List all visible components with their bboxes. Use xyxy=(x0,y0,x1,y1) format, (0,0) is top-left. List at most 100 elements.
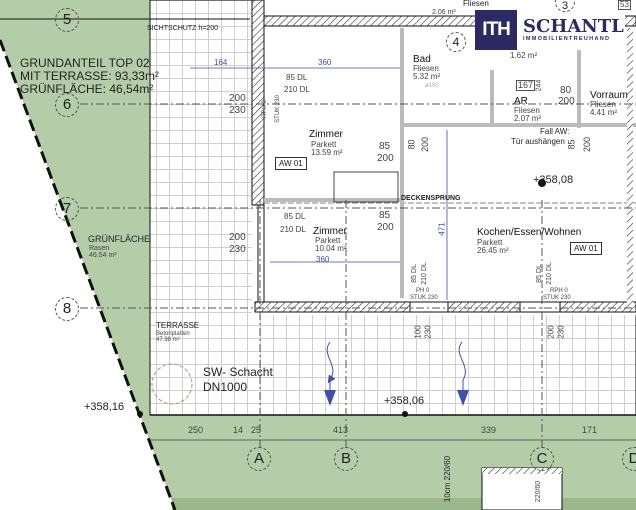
axis-marker-5: 5 xyxy=(55,8,79,32)
dim-360-b: 360 xyxy=(316,255,330,264)
rph-label: RPH 0 xyxy=(261,100,268,118)
room-area: 2.06 m² xyxy=(432,9,456,16)
bottom-dim-171: 171 xyxy=(582,425,598,435)
room-floor: Parkett xyxy=(311,140,337,149)
axis-marker-6: 6 xyxy=(55,93,79,117)
door-height-4: 200 xyxy=(420,136,431,153)
dim-200-a: 200 xyxy=(229,93,246,104)
stair-dim-2: 10cm 220/60 xyxy=(443,455,453,503)
stair-dim: 220/60 xyxy=(535,480,543,503)
stuk-3-label: STUK 230 xyxy=(410,295,438,301)
axis-marker-b: B xyxy=(334,447,358,471)
room-name: AR xyxy=(514,96,528,107)
room-top-2-area: 1.62 m² xyxy=(510,51,538,60)
room-area: 4.41 m² xyxy=(590,108,618,117)
info-line-3: GRÜNFLÄCHE: 46,54m² xyxy=(20,82,154,96)
axis-marker-c: C xyxy=(530,447,554,471)
win-3-width: 85 DL xyxy=(410,264,418,283)
door-width-5: 85 xyxy=(566,139,577,150)
bottom-dim-250: 250 xyxy=(188,425,204,435)
axis-marker-a: A xyxy=(247,447,271,471)
info-line-2: MIT TERRASSE: 93,33m² xyxy=(20,69,159,83)
door-width-2: 85 xyxy=(379,210,391,221)
dim-150: ø150 xyxy=(425,83,439,89)
room-floor: Rasen xyxy=(89,245,110,252)
dim-360-a: 360 xyxy=(318,58,332,67)
ph0-label: PH 0 xyxy=(416,288,430,294)
room-floor: Fliesen xyxy=(413,64,439,73)
door-height-3: 200 xyxy=(558,96,575,107)
drain-arrow xyxy=(326,341,336,384)
dim-200-c: 200 xyxy=(546,325,556,339)
room-area: 10.04 m² xyxy=(315,244,347,253)
room-area: 26.45 m² xyxy=(477,246,509,255)
top-box-53: 53 xyxy=(618,0,631,10)
room-name: TERRASSE xyxy=(156,321,200,330)
logo-name: SCHANTL xyxy=(523,16,624,37)
deckensprung-label: DECKENSPRUNG xyxy=(401,195,461,202)
room-area: 46.54 m² xyxy=(89,252,117,259)
room-floor: Fliesen xyxy=(514,106,540,115)
room-name: Kochen/Essen/Wohnen xyxy=(477,227,582,238)
sichtschutz-label: SICHTSCHUTZ h=200 xyxy=(147,25,218,32)
logo-mark: ITH xyxy=(475,10,517,50)
room-name: Vorraum xyxy=(590,90,628,101)
level-garden: +358,16 xyxy=(84,401,125,413)
room-floor: Fliesen xyxy=(590,100,616,109)
dim-471: 471 xyxy=(437,222,447,236)
bottom-dim-339: 339 xyxy=(481,425,497,435)
room-name: Zimmer xyxy=(309,129,343,140)
room-area: 5.32 m² xyxy=(413,72,441,81)
schantl-logo: ITH SCHANTL IMMOBILIENTREUHAND xyxy=(475,10,625,50)
sw-schacht-label: SW- Schacht xyxy=(203,365,273,379)
logo-subtitle: IMMOBILIENTREUHAND xyxy=(523,36,611,42)
room-name: Zimmer xyxy=(313,226,347,237)
room-name: GRÜNFLÄCHE xyxy=(88,234,151,244)
bottom-dim-14: 14 xyxy=(233,425,244,435)
room-area: 47.98 m² xyxy=(156,337,180,343)
dim-230-a: 230 xyxy=(229,105,246,116)
room-floor: Fliesen xyxy=(462,0,490,8)
fall-aw-label: Fall AW: xyxy=(540,127,570,136)
dim-100: 100 xyxy=(413,325,423,339)
building xyxy=(252,0,636,315)
room-name: Bad xyxy=(413,54,431,65)
win-1-height: 210 DL xyxy=(284,85,310,94)
axis-marker-7: 7 xyxy=(55,197,79,221)
dim-230-c: 230 xyxy=(423,325,433,339)
rph4-label: RPH 0 xyxy=(550,288,568,294)
door-width-3: 80 xyxy=(560,85,572,96)
green-strip xyxy=(172,498,636,510)
level-terrace: +358,06 xyxy=(384,395,425,407)
win-3-height: 210 DL xyxy=(420,262,428,285)
bottom-dim-25: 25 xyxy=(251,425,262,435)
bottom-dim-413: 413 xyxy=(333,425,349,435)
sw-schacht-circle xyxy=(151,363,193,405)
level-inside: +358,08 xyxy=(533,174,574,186)
dim-164: 164 xyxy=(214,58,228,67)
room-floor: Parkett xyxy=(477,238,503,247)
stair-marker-4: 4 xyxy=(446,32,466,52)
door-height-1: 200 xyxy=(377,153,394,164)
dim-230-d: 230 xyxy=(556,325,566,339)
win-1-width: 85 DL xyxy=(286,73,308,82)
aw01-tag-2: AW 01 xyxy=(570,242,602,255)
axis-marker-8: 8 xyxy=(55,297,79,321)
dim-167: 167 xyxy=(516,80,536,91)
door-height-2: 200 xyxy=(377,222,394,233)
room-floor: Betonplatten xyxy=(156,331,190,337)
stuk-label: STUK 230 xyxy=(274,95,281,123)
door-width-4: 80 xyxy=(406,139,417,150)
tuer-label: Tür aushängen xyxy=(511,137,565,146)
win-2-height: 210 DL xyxy=(280,225,306,234)
door-height-5: 200 xyxy=(582,136,593,153)
aw01-tag: AW 01 xyxy=(275,157,307,170)
win-4-height: 210 DL xyxy=(545,262,553,285)
door-width-1: 85 xyxy=(379,141,391,152)
win-4-width: 85 DL xyxy=(535,264,543,283)
room-area: 2.07 m² xyxy=(514,114,542,123)
dim-244: 244 xyxy=(535,79,543,92)
dim-200-b: 200 xyxy=(229,232,246,243)
